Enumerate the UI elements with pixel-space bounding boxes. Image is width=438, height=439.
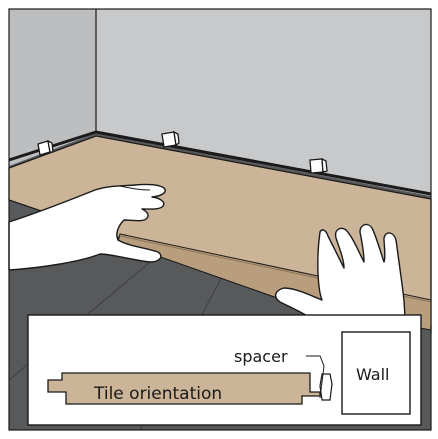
wall-label: Wall — [356, 365, 390, 384]
spacer-label: spacer — [234, 347, 288, 366]
tile-orientation-label: Tile orientation — [93, 384, 222, 404]
inset-panel: spacer Wall Tile orientation — [28, 315, 421, 425]
